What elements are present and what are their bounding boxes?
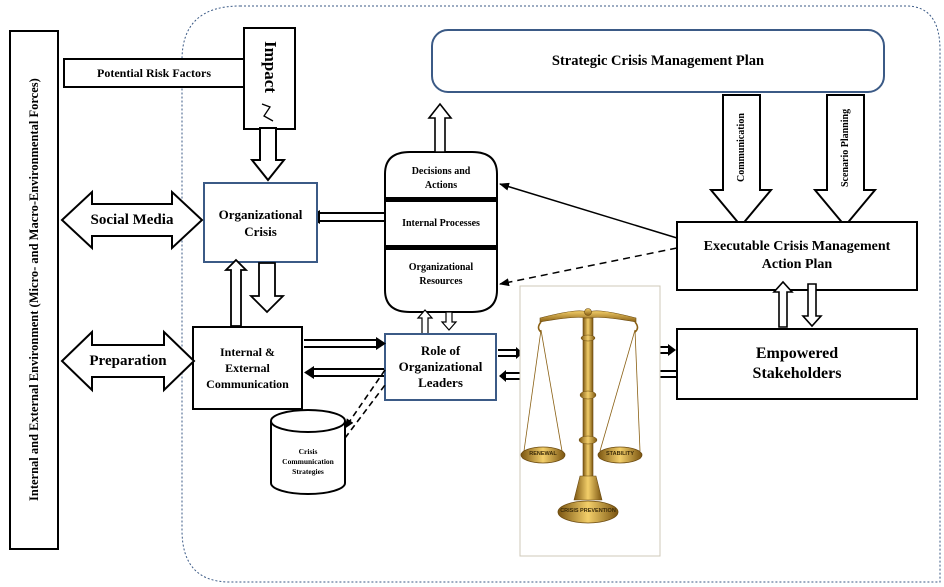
stakeholders-label: Empowered Stakeholders — [752, 345, 842, 382]
scale-image — [519, 285, 661, 557]
stack-divider-2 — [385, 245, 497, 250]
stakeholders-down-arrow — [801, 283, 823, 328]
lightning-icon — [261, 103, 274, 122]
environment-label: Internal and External Environment (Micro… — [27, 78, 41, 502]
scale-stability-label: STABILITY — [605, 451, 634, 457]
org-crisis-box — [203, 182, 318, 263]
org-crisis-label: Organizational Crisis — [218, 206, 303, 239]
crisis-to-comm-arrow — [248, 262, 286, 314]
stack-to-plan-arrow — [427, 102, 453, 153]
int-ext-comm-label: Internal & External Communication — [206, 345, 289, 391]
stack-shape — [384, 151, 498, 313]
communication-label: Communication — [736, 113, 747, 183]
leaders-label: Role of Organizational Leaders — [398, 343, 483, 390]
action-plan-box — [676, 221, 918, 291]
stakeholders-up-arrow — [772, 280, 794, 328]
strategic-plan-label: Strategic Crisis Management Plan — [551, 52, 765, 69]
risk-factors-label: Potential Risk Factors — [97, 66, 211, 80]
preparation-arrow — [60, 329, 196, 393]
social-media-arrow — [60, 189, 204, 251]
communication-arrow — [708, 94, 774, 228]
risk-factors-bar — [63, 58, 245, 88]
comm-to-crisis-arrow — [223, 258, 249, 327]
scale-renewal-label: RENEWAL — [529, 451, 557, 457]
stack-divider-1 — [385, 197, 497, 202]
strategic-plan-box — [431, 29, 885, 93]
scenario-arrow — [812, 94, 878, 228]
scenario-planning-label: Scenario Planning — [840, 108, 851, 188]
processes-label: Internal Processes — [402, 217, 480, 229]
int-ext-comm-box — [192, 326, 303, 410]
decisions-label: Decisions and Actions — [411, 165, 471, 191]
social-media-label: Social Media — [90, 211, 174, 228]
action-plan-label: Executable Crisis Management Action Plan — [703, 239, 891, 272]
resources-label: Organizational Resources — [408, 262, 474, 287]
leaders-box — [384, 333, 497, 401]
strategies-label: Crisis Communication Strategies — [282, 447, 334, 476]
stakeholders-box — [676, 328, 918, 400]
impact-label: Impact — [261, 41, 280, 93]
environment-boundary — [181, 5, 941, 583]
scale-prevention-label: CRISIS PREVENTION — [560, 508, 616, 514]
environment-box — [9, 30, 59, 550]
impact-to-crisis-arrow — [249, 127, 287, 182]
preparation-label: Preparation — [89, 352, 167, 369]
